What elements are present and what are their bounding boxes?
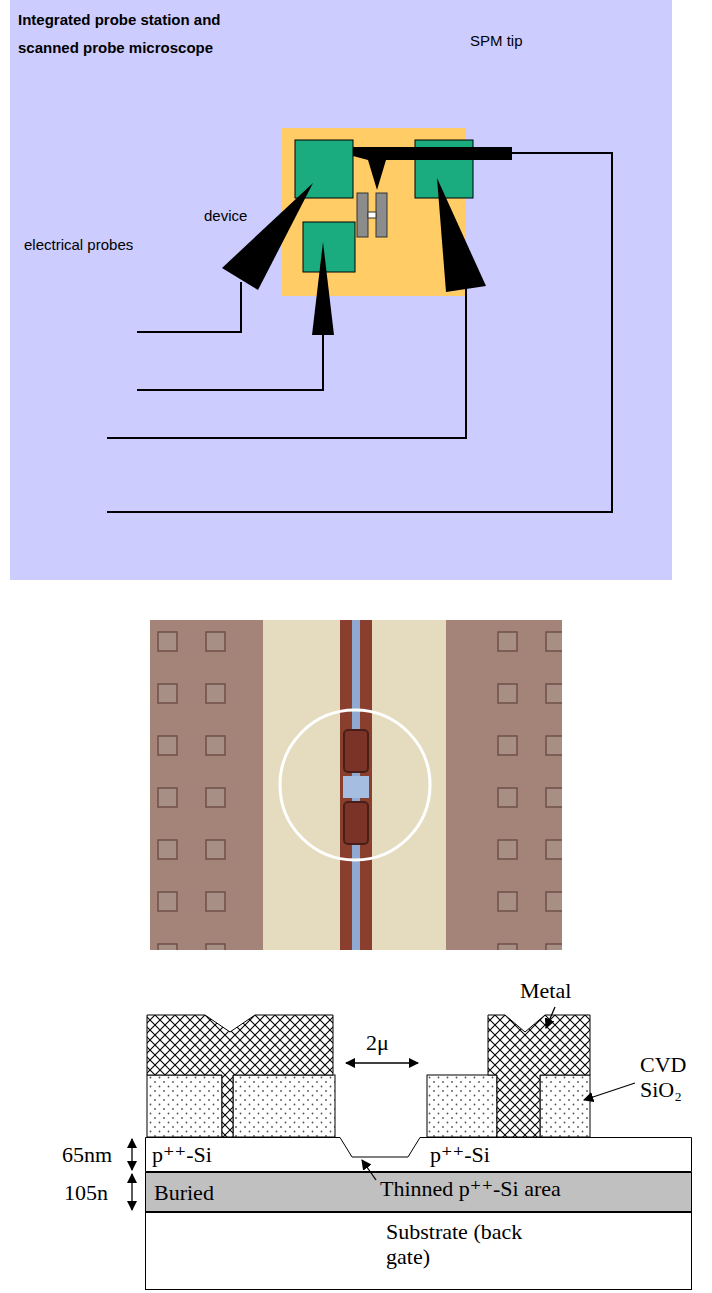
- micrograph-band: [263, 620, 446, 950]
- micrograph-pads: [155, 620, 230, 950]
- device-chip: [282, 128, 466, 296]
- substrate-layer: Substrate (back gate): [145, 1212, 692, 1290]
- dimension-arrow: [131, 1139, 132, 1170]
- wire: [137, 334, 323, 390]
- title-holder: Integrated probe station and scanned pro…: [18, 6, 268, 62]
- part-label: device: [204, 207, 247, 225]
- leader-arrow: [584, 1083, 635, 1100]
- electrode-bar: [376, 193, 387, 237]
- oxide-block: [427, 1075, 497, 1137]
- micrograph-gap: [343, 776, 369, 798]
- oxide-block: [147, 1075, 222, 1137]
- highlight-circle: [280, 710, 430, 860]
- panel-background: [10, 0, 672, 580]
- leader-arrow: [546, 1007, 555, 1028]
- doped-silicon-layer: p⁺⁺-Si p⁺⁺-Si: [145, 1137, 692, 1172]
- wire: [107, 153, 612, 512]
- label-holder: device: [204, 207, 247, 225]
- contact-pad: [303, 222, 355, 272]
- label-holder: 2μ: [366, 1030, 389, 1055]
- part-label: electrical probes: [24, 236, 133, 254]
- wire: [107, 288, 466, 438]
- label-holder: electrical probes: [24, 236, 133, 254]
- dimension-arrow: [346, 1062, 418, 1063]
- layer-outline: [145, 1137, 692, 1172]
- layer-label: p⁺⁺-Si: [430, 1142, 490, 1167]
- region-label: Thinned p⁺⁺-Si area: [380, 1176, 561, 1201]
- material-label: CVD SiO₂: [640, 1052, 698, 1102]
- micrograph-contact: [344, 730, 368, 772]
- metal-contact: [488, 1015, 590, 1137]
- dimension-arrow: [131, 1174, 132, 1210]
- leader-arrow: [362, 1160, 376, 1180]
- electrode-bar: [357, 193, 368, 237]
- layer-label: Buried: [154, 1180, 214, 1205]
- electrical-probe: [437, 178, 486, 292]
- label-holder: CVD SiO₂: [640, 1052, 698, 1102]
- label-holder: Thinned p⁺⁺-Si area: [380, 1176, 561, 1201]
- oxide-block: [233, 1075, 335, 1137]
- dimension-label: 105n: [64, 1180, 108, 1205]
- oxide-block: [540, 1075, 590, 1137]
- label-holder: 105n: [64, 1180, 108, 1205]
- label-holder: Metal: [520, 978, 571, 1003]
- micrograph-background: [150, 620, 562, 950]
- dimension-label: 2μ: [366, 1030, 389, 1055]
- part-label: SPM tip: [470, 32, 523, 50]
- contact-pad: [415, 140, 473, 198]
- micrograph-pads: [490, 620, 562, 950]
- electrical-probe: [312, 242, 334, 335]
- layer-outline-path: [146, 1138, 692, 1172]
- panel-title: Integrated probe station and scanned pro…: [18, 6, 268, 62]
- label-holder: 65nm: [62, 1142, 112, 1167]
- label-holder: SPM tip: [470, 32, 523, 50]
- channel: [368, 212, 376, 218]
- layer-label: Substrate (back gate): [386, 1219, 564, 1269]
- material-label: Metal: [520, 978, 571, 1003]
- layer-label: p⁺⁺-Si: [152, 1142, 212, 1167]
- micrograph-contact: [344, 802, 368, 844]
- electrical-probe: [222, 183, 313, 290]
- dimension-label: 65nm: [62, 1142, 112, 1167]
- wire: [137, 282, 241, 332]
- spm-tip: [353, 147, 512, 190]
- contact-pad: [295, 140, 353, 198]
- metal-contact: [147, 1015, 333, 1137]
- micrograph-strip: [340, 620, 372, 950]
- micrograph-channel: [352, 620, 360, 950]
